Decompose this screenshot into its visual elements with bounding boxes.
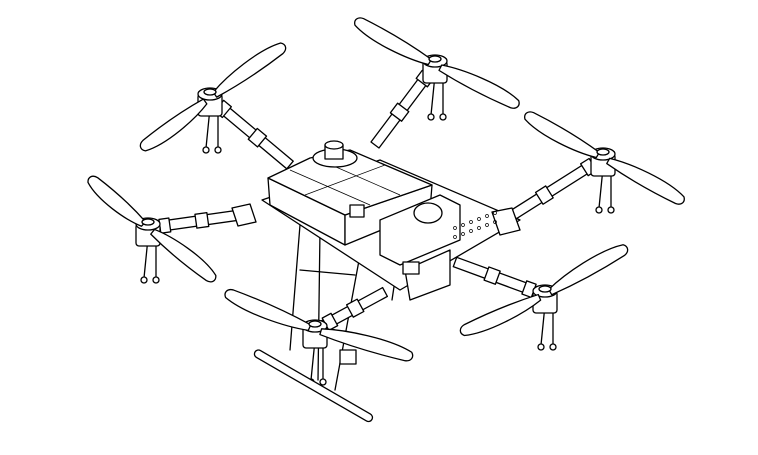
propeller-blade	[212, 42, 287, 98]
propeller-blade	[606, 157, 685, 205]
propeller-blade	[438, 64, 520, 109]
nozzle	[140, 276, 148, 284]
pump-dome	[413, 202, 443, 224]
frame-hole	[485, 214, 489, 218]
propeller-hub	[428, 55, 442, 63]
propeller-hub	[538, 285, 552, 293]
tank-top	[267, 149, 433, 216]
blade-outline	[548, 244, 629, 296]
propeller-hub	[308, 320, 322, 328]
blade-outline	[319, 328, 414, 362]
arms	[146, 61, 607, 336]
nozzle	[537, 343, 545, 351]
tank-seam	[289, 169, 371, 206]
frame-hole	[453, 226, 457, 230]
arm-fold-joint	[194, 211, 210, 229]
electronics-box	[404, 249, 451, 301]
spreader-sensor	[339, 349, 357, 365]
frame-hole	[477, 226, 481, 230]
arm	[370, 61, 440, 149]
frame-hole	[469, 229, 473, 233]
frame-hole	[477, 217, 481, 221]
arm	[311, 286, 389, 336]
blade-outline	[212, 42, 287, 98]
propeller-blade	[319, 328, 414, 362]
frame-hole	[469, 220, 473, 224]
drone-body	[231, 140, 521, 301]
landing-leg	[289, 224, 396, 391]
blade-outline	[606, 157, 685, 205]
blade-outline	[459, 293, 542, 337]
arm-fold-joint	[483, 266, 501, 285]
nozzle	[319, 378, 327, 386]
frame-hole	[461, 232, 465, 236]
propeller-blade	[224, 288, 312, 331]
blade-outline	[354, 17, 432, 66]
propeller-hub	[596, 148, 610, 156]
frame-hole	[493, 220, 497, 224]
frame-hole	[461, 223, 465, 227]
arm-fold-joint	[389, 102, 410, 122]
nozzle	[439, 113, 447, 121]
arm-fold-joint	[247, 127, 268, 148]
arm-clamp	[491, 207, 521, 236]
connector	[349, 204, 365, 218]
propeller-blade	[139, 98, 208, 152]
propeller-hub	[203, 88, 217, 96]
nozzle	[595, 206, 603, 214]
propeller-blade	[548, 244, 629, 296]
blade-outline	[224, 288, 312, 331]
arm-clamp	[158, 217, 172, 234]
landing-skid	[253, 349, 374, 423]
blade-outline	[87, 175, 147, 227]
blade-outline	[438, 64, 520, 109]
nozzle	[607, 206, 615, 214]
nozzle	[152, 276, 160, 284]
nozzle	[214, 146, 222, 154]
tank-seam	[304, 164, 386, 196]
arm-fold-joint	[345, 298, 365, 318]
arm-clamp	[231, 203, 257, 227]
frame-hole	[493, 211, 497, 215]
rotors	[87, 17, 685, 362]
frame-hole	[485, 223, 489, 227]
connector	[402, 261, 420, 275]
blade-outline	[139, 98, 208, 152]
arm-fold-joint	[534, 185, 554, 205]
propeller-blade	[354, 17, 432, 66]
blade-outline	[524, 111, 600, 159]
nozzle	[427, 113, 435, 121]
blade-outline	[150, 228, 217, 283]
nozzle	[202, 146, 210, 154]
propeller-hub	[141, 218, 155, 226]
propeller-blade	[524, 111, 600, 159]
tank-cap-top	[324, 140, 344, 150]
propeller-blade	[150, 228, 217, 283]
nozzle	[549, 343, 557, 351]
arm	[146, 209, 242, 234]
frame-hole	[453, 235, 457, 239]
skid-tube	[253, 349, 374, 423]
propeller-blade	[459, 293, 542, 337]
propeller-blade	[87, 175, 147, 227]
frame-holes	[453, 211, 497, 239]
